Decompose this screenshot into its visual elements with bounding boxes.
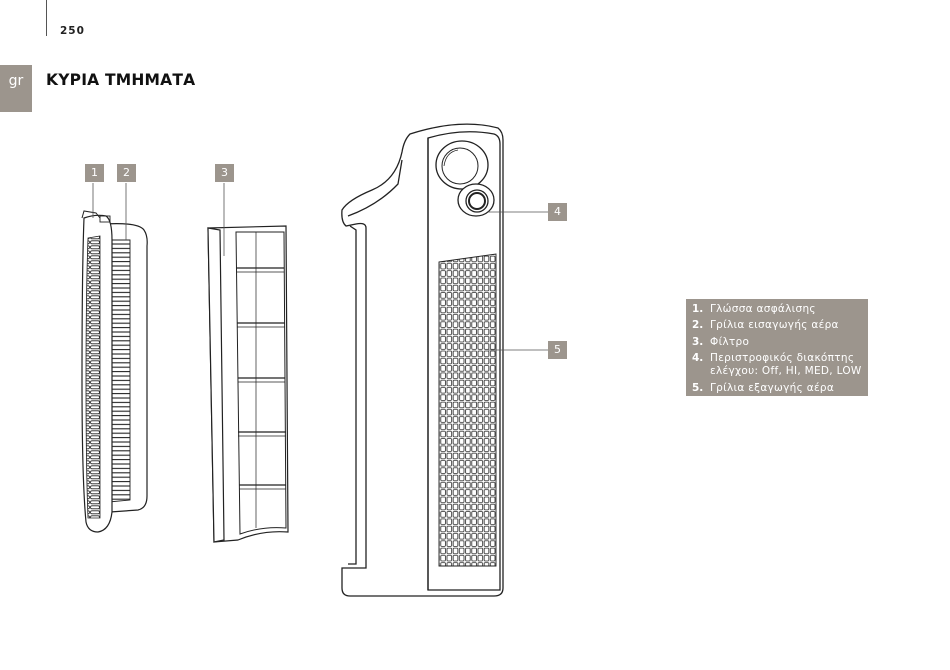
parts-legend: 1. Γλώσσα ασφάλισης 2. Γρίλια εισαγωγής αέ… xyxy=(686,299,868,396)
legend-item: 4. Περιστροφικός διακόπτης ελέγχου: Off, … xyxy=(692,352,862,379)
language-tab: gr xyxy=(0,65,32,112)
legend-item-text: Φίλτρο xyxy=(710,335,750,348)
page-number: 250 xyxy=(60,25,85,37)
legend-item: 3. Φίλτρο xyxy=(692,336,862,350)
callout-4: 4 xyxy=(548,203,567,221)
legend-item-number: 3. xyxy=(692,335,704,348)
callout-3: 3 xyxy=(215,164,234,182)
legend-item-number: 5. xyxy=(692,381,704,394)
legend-item: 2. Γρίλια εισαγωγής αέρα xyxy=(692,319,862,333)
parts-list: 1. Γλώσσα ασφάλισης 2. Γρίλια εισαγωγής αέ… xyxy=(692,303,862,395)
legend-item-number: 1. xyxy=(692,303,704,315)
legend-item-text: Γρίλια εξαγωγής αέρα xyxy=(710,381,835,394)
leader-lines xyxy=(92,183,548,351)
filter xyxy=(207,225,289,543)
page-title: ΚΥΡΙΑ ΤΜΗΜΑΤΑ xyxy=(46,71,196,89)
callout-1: 1 xyxy=(85,164,104,182)
intake-grille xyxy=(81,210,148,533)
callout-2: 2 xyxy=(117,164,136,182)
legend-item-text: Γλώσσα ασφάλισης xyxy=(710,303,816,315)
legend-item: 1. Γλώσσα ασφάλισης xyxy=(692,303,862,317)
callout-5: 5 xyxy=(548,341,567,359)
legend-item-number: 4. xyxy=(692,351,704,364)
legend-item: 5. Γρίλια εξαγωγής αέρα xyxy=(692,382,862,396)
legend-item-number: 2. xyxy=(692,319,704,332)
header-rule xyxy=(46,0,47,36)
tower-unit xyxy=(341,123,504,597)
legend-item-text: Γρίλια εισαγωγής αέρα xyxy=(710,319,839,332)
legend-item-text: Περιστροφικός διακόπτης ελέγχου: Off, HI… xyxy=(710,351,862,378)
